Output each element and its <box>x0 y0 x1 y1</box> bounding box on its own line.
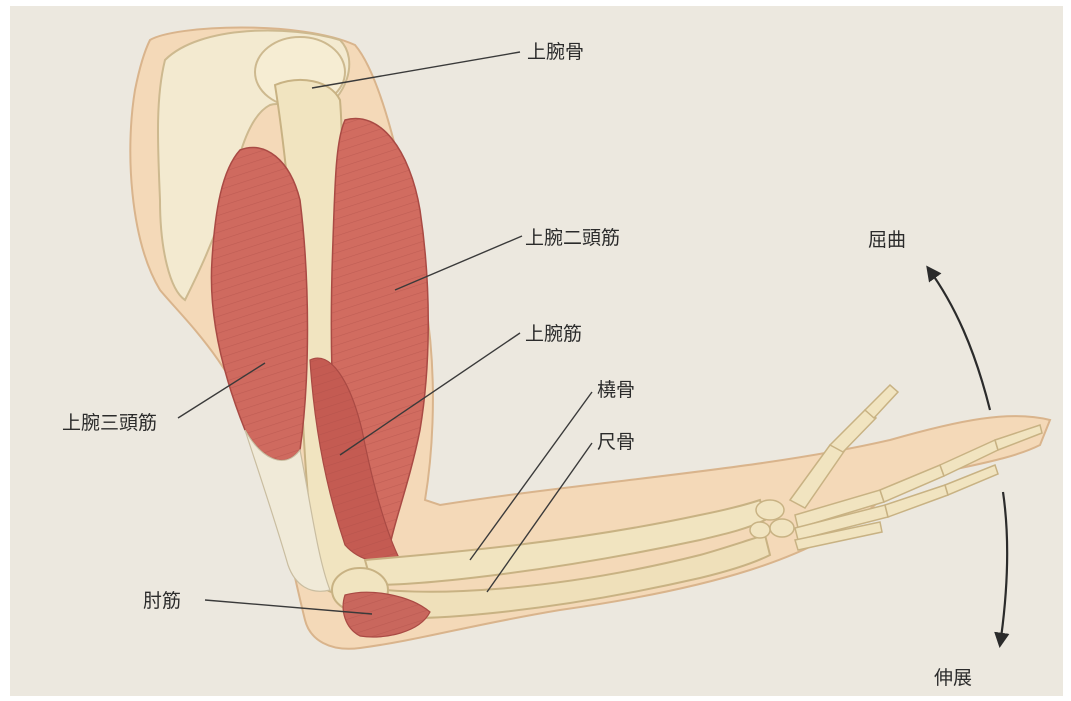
label-brachialis: 上腕筋 <box>525 323 582 345</box>
label-ulna: 尺骨 <box>597 431 635 453</box>
label-humerus: 上腕骨 <box>527 41 584 63</box>
label-anconeus: 肘筋 <box>143 590 181 612</box>
label-triceps: 上腕三頭筋 <box>62 412 157 434</box>
label-extension: 伸展 <box>934 667 972 689</box>
label-flexion: 屈曲 <box>868 229 906 251</box>
label-radius: 橈骨 <box>597 379 635 401</box>
label-biceps: 上腕二頭筋 <box>525 227 620 249</box>
